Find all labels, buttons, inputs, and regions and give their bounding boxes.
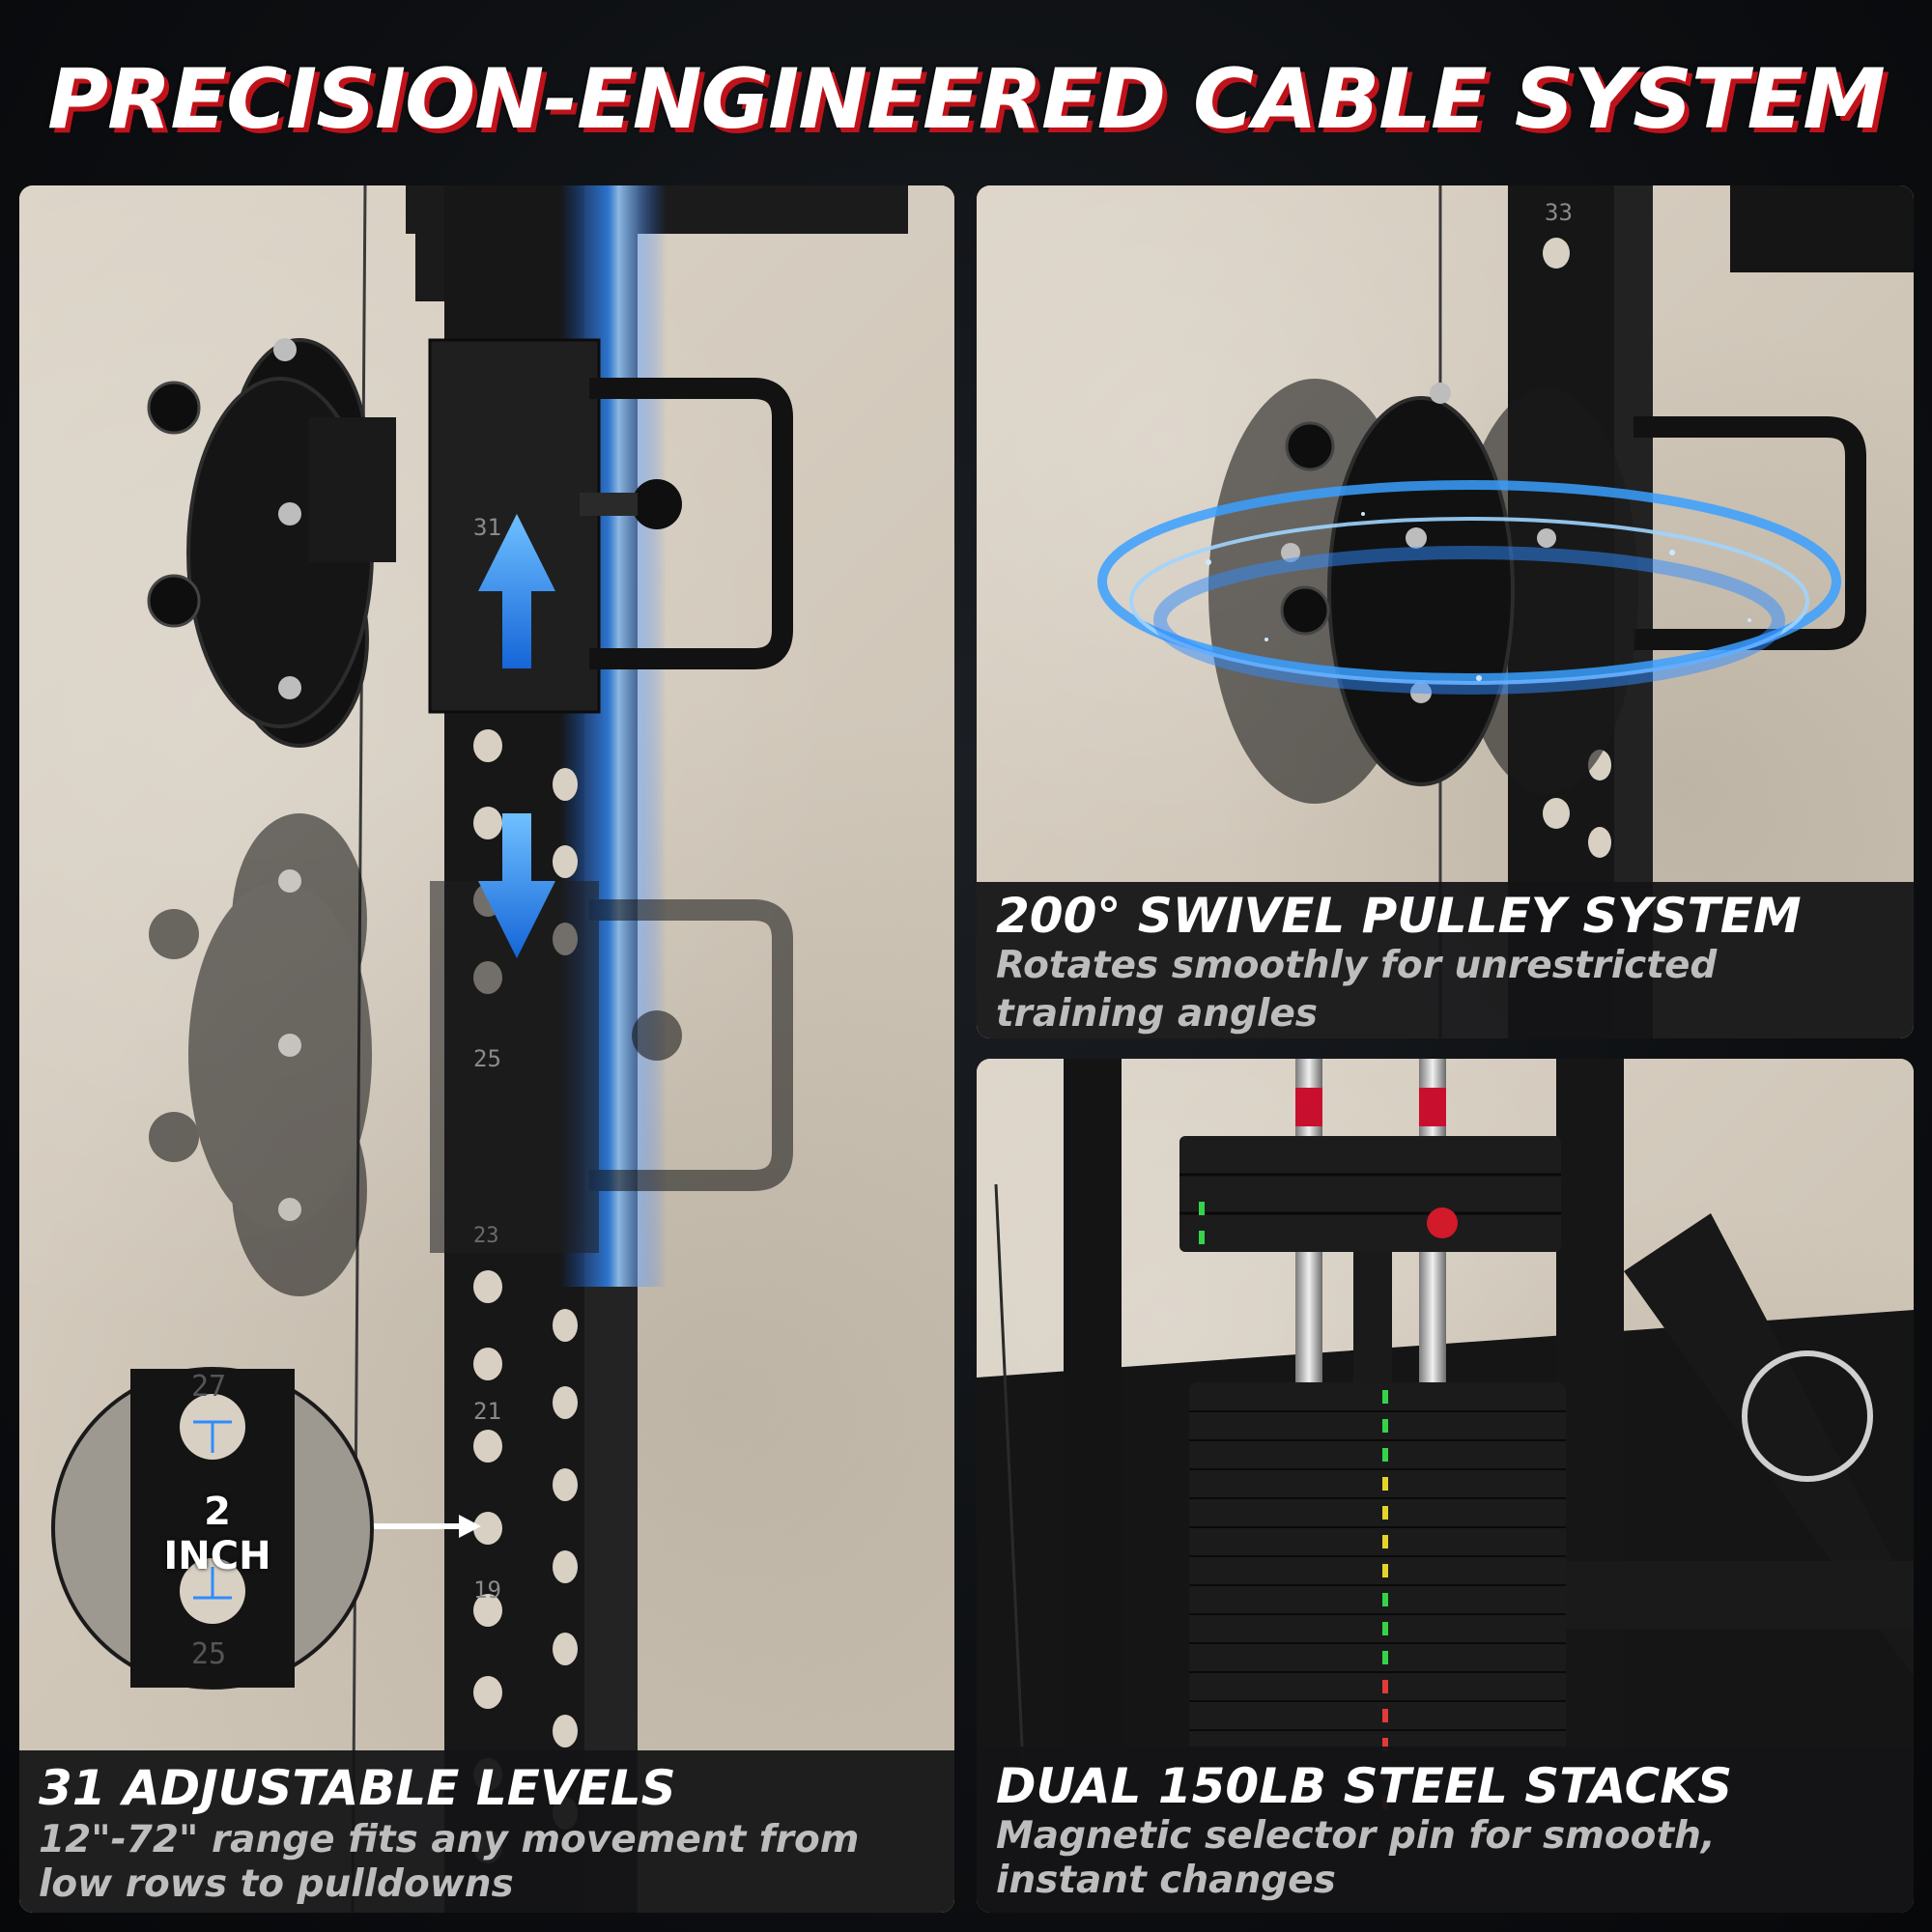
panel-steel-stacks: DUAL 150LB STEEL STACKS Magnetic selecto… — [977, 1059, 1914, 1913]
hole-number-21: 21 — [473, 1398, 501, 1425]
caption-adjustable-levels: 31 ADJUSTABLE LEVELS 12"-72" range fits … — [19, 1750, 954, 1913]
caption-title: 200° SWIVEL PULLEY SYSTEM — [996, 888, 1802, 944]
inset-top-number: 27 — [191, 1370, 227, 1404]
hole-number-33: 33 — [1545, 199, 1573, 226]
panel-swivel-pulley: 33 200° SWIVEL PULLEY SYSTEM Rotates smo… — [977, 185, 1914, 1038]
page-headline: PRECISION-ENGINEERED CABLE SYSTEM — [47, 51, 1886, 148]
caption-subtitle-line1: Rotates smoothly for unrestricted — [996, 944, 1718, 987]
caption-subtitle-line1: 12"-72" range fits any movement from — [39, 1818, 860, 1861]
caption-subtitle-line2: instant changes — [996, 1859, 1336, 1902]
up-arrow-icon — [478, 514, 555, 668]
brand-logo-icon — [1742, 1350, 1873, 1482]
caption-swivel-pulley: 200° SWIVEL PULLEY SYSTEM Rotates smooth… — [977, 882, 1914, 1038]
caption-subtitle-line2: training angles — [996, 992, 1318, 1036]
panel-adjustable-levels: 31 25 23 21 19 27 25 2 INCH 31 ADJUSTABL… — [19, 185, 954, 1913]
caption-subtitle-line1: Magnetic selector pin for smooth, — [996, 1814, 1716, 1858]
down-arrow-icon — [478, 813, 555, 958]
upright-illustration — [51, 185, 908, 1913]
hole-number-19: 19 — [473, 1577, 501, 1604]
caption-subtitle-line2: low rows to pulldowns — [39, 1862, 514, 1906]
inset-2-inch-label: 2 INCH — [163, 1490, 271, 1578]
caption-steel-stacks: DUAL 150LB STEEL STACKS Magnetic selecto… — [977, 1747, 1914, 1913]
hole-number-31: 31 — [473, 514, 501, 541]
hole-number-25: 25 — [473, 1045, 501, 1072]
caption-title: DUAL 150LB STEEL STACKS — [996, 1758, 1733, 1814]
hole-number-23: 23 — [473, 1224, 499, 1248]
caption-title: 31 ADJUSTABLE LEVELS — [39, 1760, 676, 1816]
pointer-arrow-icon — [459, 1515, 481, 1538]
inset-bottom-number: 25 — [191, 1637, 227, 1671]
